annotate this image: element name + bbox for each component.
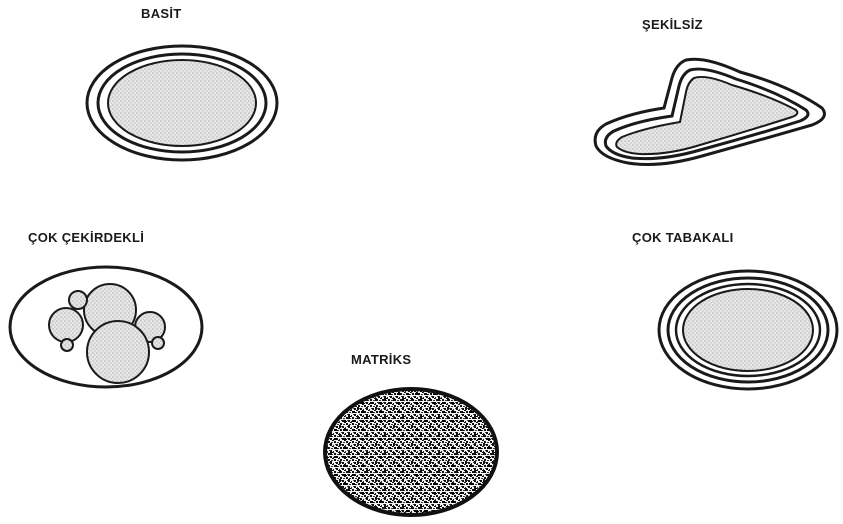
matriks-stone (325, 389, 497, 515)
label-basit: BASİT (141, 6, 182, 21)
cok-cekirdekli-stone (10, 267, 202, 387)
label-cok-cekirdekli: ÇOK ÇEKİRDEKLİ (28, 230, 144, 245)
basit-stone (87, 46, 277, 160)
sekilsiz-stone (595, 59, 824, 164)
label-cok-tabakali: ÇOK TABAKALI (632, 230, 734, 245)
cok-tabakali-stone (659, 271, 837, 389)
label-sekilsiz: ŞEKİLSİZ (642, 17, 703, 32)
label-matriks: MATRİKS (351, 352, 411, 367)
